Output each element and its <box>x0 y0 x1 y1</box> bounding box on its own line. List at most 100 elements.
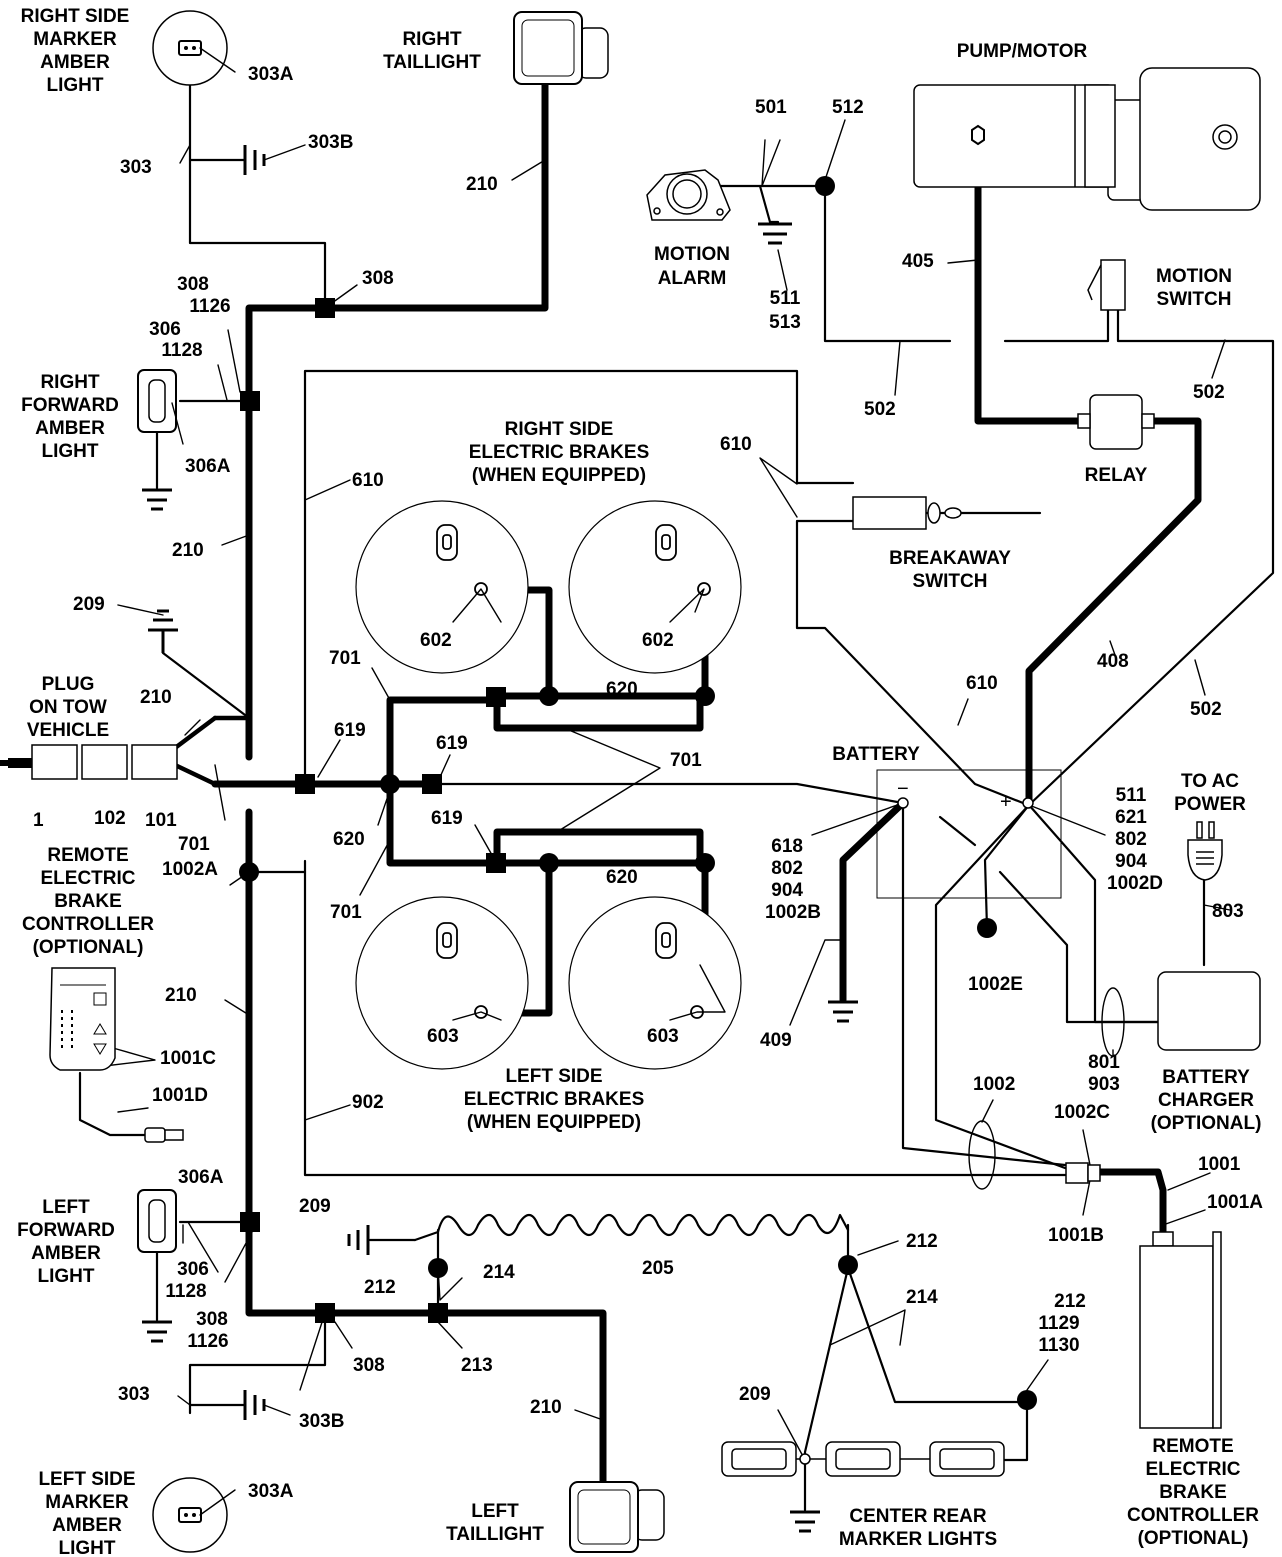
label-210: 210 <box>172 540 204 561</box>
brake-left-1 <box>355 896 529 1070</box>
label-209: 209 <box>299 1196 331 1217</box>
wire-battery-bar <box>938 815 977 847</box>
wire-501-ground <box>758 184 780 224</box>
brake-drums <box>355 500 742 1070</box>
label-610: 610 <box>720 434 752 455</box>
label-1002: 1002 <box>973 1074 1015 1095</box>
wire-903 <box>998 870 1160 1024</box>
label-210: 210 <box>165 985 197 1006</box>
label-1001A: 1001A <box>1207 1192 1263 1213</box>
brake-left-2 <box>568 896 742 1070</box>
label-102: 102 <box>94 808 126 829</box>
wire-210-right-tail <box>245 81 549 761</box>
wire-408 <box>1025 417 1202 809</box>
caption-pump-motor: PUMP/MOTOR <box>957 41 1088 62</box>
label-501: 501 <box>755 97 787 118</box>
right-taillight-icon <box>513 11 609 85</box>
label-620: 620 <box>333 829 365 850</box>
label-603: 603 <box>427 1026 459 1047</box>
label-902: 902 <box>352 1092 384 1113</box>
caption-relay: RELAY <box>1085 465 1148 486</box>
label-209: 209 <box>739 1384 771 1405</box>
label-620: 620 <box>606 867 638 888</box>
wire-1001D <box>78 1071 147 1137</box>
wire-619-to-battery <box>430 782 905 805</box>
label-101: 101 <box>145 810 177 831</box>
label-701: 701 <box>178 834 210 855</box>
left-side-marker-light-icon <box>152 1477 228 1553</box>
label-602: 602 <box>420 630 452 651</box>
label-308: 308 <box>362 268 394 289</box>
wire-205-coil <box>413 1213 850 1242</box>
battery-icon <box>876 769 1062 899</box>
wire-502-switch-a <box>1003 298 1110 343</box>
label-502: 502 <box>1190 699 1222 720</box>
plug-connector-icon <box>0 744 178 780</box>
label-603: 603 <box>647 1026 679 1047</box>
wire-610-breakaway <box>795 519 1030 807</box>
label-leaders <box>87 47 1231 1516</box>
label-502: 502 <box>864 399 896 420</box>
ground-icon <box>142 145 858 1533</box>
label-306A: 306A <box>185 456 231 477</box>
label-210: 210 <box>530 1397 562 1418</box>
label-212: 212 <box>906 1231 938 1252</box>
wire-214-left <box>803 1266 850 1512</box>
label-205: 205 <box>642 1258 674 1279</box>
wire-303-bot <box>188 1311 327 1415</box>
brake-controller-right-icon <box>1139 1231 1222 1429</box>
label-1002E: 1002E <box>968 974 1023 995</box>
battery-minus-sign: − <box>897 778 909 800</box>
center-rear-marker-lights-icon <box>721 1441 1005 1477</box>
ac-plug-icon <box>1187 821 1223 881</box>
label-303B: 303B <box>308 132 353 153</box>
right-side-marker-light-icon <box>152 10 228 86</box>
left-taillight-icon <box>569 1481 665 1553</box>
label-308: 308 <box>353 1355 385 1376</box>
label-303: 303 <box>118 1384 150 1405</box>
label-306A: 306A <box>178 1167 224 1188</box>
label-610: 610 <box>966 673 998 694</box>
label-1002A: 1002A <box>162 859 218 880</box>
label-1002C: 1002C <box>1054 1102 1110 1123</box>
wire-1002D <box>934 803 1067 1170</box>
wire-610-loop <box>303 369 855 786</box>
brake-right-1 <box>355 500 529 674</box>
label-214: 214 <box>483 1262 515 1283</box>
label-212: 212 <box>364 1277 396 1298</box>
motion-alarm-icon <box>646 169 731 221</box>
caption-battery: BATTERY <box>832 744 920 765</box>
wire-502-switch-b <box>1027 298 1275 807</box>
wire-405 <box>974 133 1089 425</box>
wire-brake-right <box>386 692 704 788</box>
label-619: 619 <box>436 733 468 754</box>
wire-1002E <box>983 803 1031 930</box>
wire-brake-left <box>386 780 704 867</box>
wire-512-502 <box>718 184 952 343</box>
label-303: 303 <box>120 157 152 178</box>
wire-210-left-tail <box>245 808 607 1494</box>
label-303A: 303A <box>248 64 294 85</box>
wire-209-top <box>161 651 251 720</box>
label-408: 408 <box>1097 651 1129 672</box>
motion-switch-icon <box>1087 259 1126 311</box>
right-forward-amber-light-icon <box>137 369 177 433</box>
pump-motor-icon <box>913 67 1261 211</box>
